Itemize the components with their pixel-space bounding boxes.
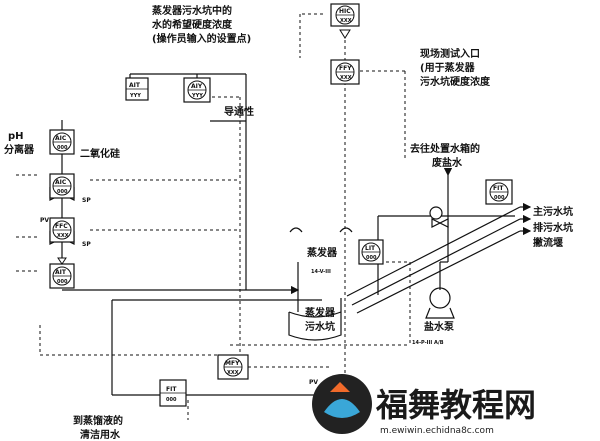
- ph-label: pH: [8, 131, 24, 142]
- instrument-fit-bottom-tag: FIT: [166, 386, 177, 393]
- distillate-line-1: 到蒸馏液的: [73, 414, 123, 427]
- instrument-aiy[interactable]: AIY YYY: [183, 77, 211, 103]
- ait-2-arrow-icon: [57, 257, 67, 265]
- pv-label: PV: [40, 217, 49, 224]
- instrument-lit-num: 000: [366, 255, 377, 261]
- sp-label-2: SP: [82, 241, 91, 248]
- instrument-aic-ph[interactable]: AIC 000: [49, 129, 75, 155]
- instrument-mfy-tag: MFY: [225, 360, 240, 367]
- instrument-ait-1[interactable]: AIT YYY: [125, 77, 149, 101]
- instrument-aic-2-num: 000: [57, 189, 68, 195]
- instrument-ait-2-num: 000: [57, 279, 68, 285]
- to-tank-line-1: 去往处置水箱的: [410, 142, 480, 155]
- valve-actuator-icon: [429, 206, 443, 220]
- instrument-aic-2[interactable]: AIC 000: [49, 173, 75, 199]
- instrument-lit[interactable]: LIT 000: [358, 239, 384, 265]
- watermark-url: m.ewiwin.echidna8c.com: [380, 426, 494, 436]
- watermark: 福舞教程网 m.ewiwin.echidna8c.com: [312, 374, 536, 436]
- instrument-fit-bottom-num: 000: [166, 397, 177, 403]
- evap-sump-line-2: 污水坑: [305, 320, 335, 333]
- weir-label: 撇流堰: [533, 236, 563, 249]
- silica-label: 二氧化硅: [80, 147, 120, 160]
- instrument-hic[interactable]: HIC XXX: [330, 3, 360, 27]
- instrument-ffy[interactable]: FFY XXX: [330, 59, 360, 85]
- signal-lines: [16, 13, 411, 420]
- watermark-title: 福舞教程网: [375, 386, 536, 424]
- instrument-aic-ph-tag: AIC: [55, 135, 67, 142]
- distillate-line-2: 清洁用水: [80, 428, 121, 441]
- to-tank-line-2: 废盐水: [432, 156, 463, 169]
- evaporator-tag: 14-V-III: [311, 269, 331, 275]
- instrument-aic-ph-num: 000: [57, 145, 68, 151]
- valve-3-icon: [431, 218, 449, 228]
- brine-pump-label: 盐水泵: [424, 320, 455, 333]
- drain-sump-label: 排污水坑: [533, 221, 573, 234]
- pv-bottom-label: PV: [309, 379, 318, 386]
- instrument-ait-1-num: YYY: [129, 93, 141, 99]
- instrument-fit-bottom[interactable]: FIT 000: [159, 379, 187, 407]
- test-inlet-line-1: 现场测试入口: [420, 47, 480, 60]
- test-inlet-line-2: (用于蒸发器: [420, 61, 476, 74]
- header-line-1: 蒸发器污水坑中的: [152, 4, 232, 17]
- sp-label-1: SP: [82, 197, 91, 204]
- instrument-aiy-num: YYY: [191, 93, 203, 99]
- main-sump-label: 主污水坑: [533, 205, 573, 218]
- instrument-fit[interactable]: FIT 000: [485, 179, 513, 205]
- header-line-3: (操作员输入的设置点): [152, 32, 251, 45]
- instrument-mfy-num: XXX: [227, 370, 239, 376]
- process-lines: [61, 73, 532, 396]
- test-inlet-line-3: 污水坑硬度浓度: [420, 75, 491, 88]
- instrument-ffc[interactable]: FFC XXX: [49, 217, 75, 243]
- instrument-ait-1-tag: AIT: [129, 82, 141, 89]
- instrument-ffy-tag: FFY: [339, 65, 352, 72]
- instrument-aiy-tag: AIY: [191, 83, 203, 90]
- instrument-mfy[interactable]: MFY XXX: [217, 354, 249, 380]
- header-line-2: 水的希望硬度浓度: [151, 18, 233, 31]
- instrument-lit-tag: LIT: [365, 245, 376, 252]
- instrument-ffc-num: XXX: [57, 233, 69, 239]
- instrument-ffc-tag: FFC: [55, 223, 68, 230]
- instrument-fit-tag: FIT: [493, 185, 504, 192]
- instrument-fit-num: 000: [494, 195, 505, 201]
- hic-arrow-icon: [339, 29, 351, 39]
- evaporator-label: 蒸发器: [307, 246, 338, 259]
- instrument-ait-2[interactable]: AIT 000: [49, 263, 75, 289]
- separator-label: 分离器: [4, 143, 35, 156]
- instrument-ait-2-tag: AIT: [55, 269, 67, 276]
- brine-pump-tag: 14-P-III A/B: [412, 340, 444, 346]
- instrument-aic-2-tag: AIC: [55, 179, 67, 186]
- conductivity-label: 导通性: [224, 105, 254, 118]
- instrument-hic-tag: HIC: [339, 8, 351, 15]
- instrument-ffy-num: XXX: [340, 75, 352, 81]
- instrument-hic-num: XXX: [340, 18, 352, 24]
